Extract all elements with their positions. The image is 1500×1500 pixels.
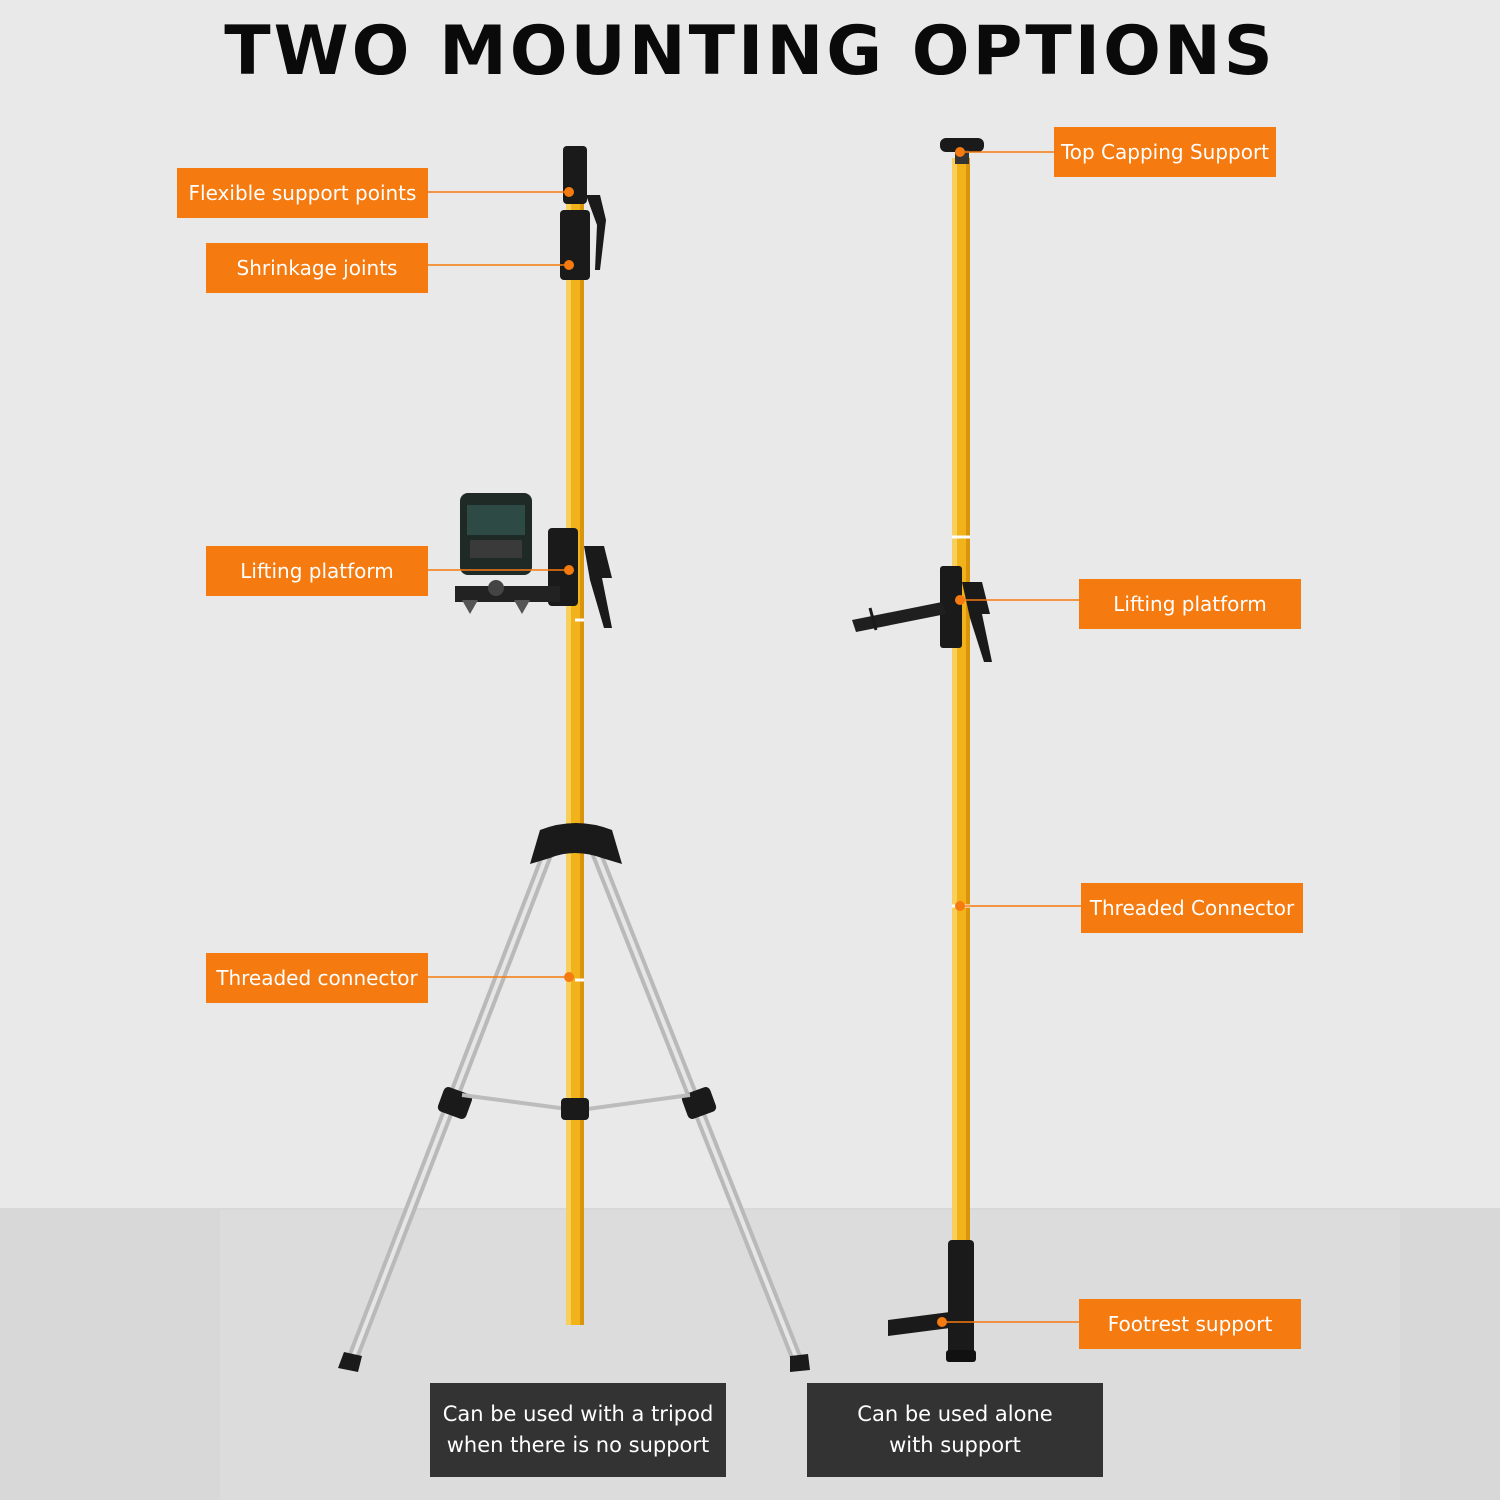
page-title: TWO MOUNTING OPTIONS [224,12,1276,91]
caption-standalone-line-2: with support [889,1433,1021,1457]
standalone-pole-assembly [852,138,992,1362]
tripod-head [530,823,622,864]
callout-left-threaded-connector: Threaded connector [206,953,428,1003]
left-lifting-platform [455,528,612,628]
right-foot-support [888,1240,976,1362]
callout-left-lifting-platform: Lifting platform [206,546,428,596]
laser-level-device [460,493,532,614]
caption-standalone-use: Can be used alone with support [807,1383,1103,1477]
callout-shrinkage-joints: Shrinkage joints [206,243,428,293]
right-pole [952,158,970,1258]
left-top-support [560,146,606,280]
caption-standalone-line-1: Can be used alone [857,1402,1053,1426]
caption-tripod-line-2: when there is no support [446,1433,710,1457]
callout-right-lifting-platform: Lifting platform [1079,579,1301,629]
callout-right-threaded-connector: Threaded Connector [1081,883,1303,933]
callout-footrest-support: Footrest support [1079,1299,1301,1349]
right-lifting-platform [852,566,992,662]
caption-tripod-use: Can be used with a tripod when there is … [430,1383,726,1477]
tripod-legs [338,846,810,1372]
caption-tripod-line-1: Can be used with a tripod [442,1402,714,1426]
callout-leader-lines [428,151,1081,1323]
callout-flexible-support-points: Flexible support points [177,168,428,218]
left-pole [566,175,584,1325]
tripod-pole-assembly [338,146,810,1372]
right-top-cap [940,138,984,164]
callout-top-capping-support: Top Capping Support [1054,127,1276,177]
tripod-spreader-hub [561,1098,589,1120]
